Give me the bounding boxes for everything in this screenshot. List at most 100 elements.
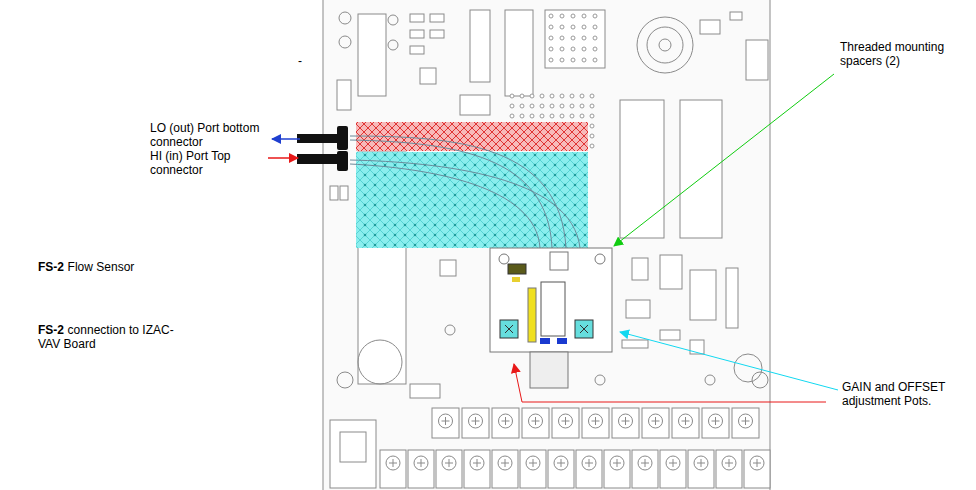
screw-slot [389,459,397,467]
hi-flow-arrow [268,157,298,159]
ic-chip [680,100,722,238]
terminal-block [716,450,742,488]
terminal-body [522,408,549,438]
pad [571,36,575,40]
screw-slot [557,459,565,467]
pad [549,47,553,51]
hi-port-flange [337,151,348,171]
ic-chip [541,282,565,336]
terminal-screw [589,414,603,428]
terminal-body [642,408,669,438]
terminal-block [464,450,490,488]
terminal-block [604,450,630,488]
terminal-body [732,408,759,438]
terminal-screw [638,456,652,470]
pad [549,14,553,18]
pin-grid [545,10,605,68]
terminal-body [582,408,609,438]
screw-slot [417,459,425,467]
pad [593,36,597,40]
port-label-group: HI (in) Port Top connector [150,149,268,177]
terminal-body [744,450,770,488]
jumper [340,186,348,200]
pad [550,104,554,108]
screw-slot [585,459,593,467]
screw-slot [592,417,600,425]
round-part [752,372,768,388]
screw-slot [669,459,677,467]
sensor-connector [530,352,568,388]
ic-chip [690,270,716,320]
round-part [358,340,402,384]
pad [582,25,586,29]
tube-line [350,164,540,248]
pad [550,114,554,118]
pad [560,58,564,62]
callout-label: GAIN and OFFSET adjustment Pots. [842,380,945,408]
terminal-body [716,450,742,488]
pad [560,14,564,18]
relay [746,40,768,80]
screw-slot [532,417,540,425]
screw-slot [529,459,537,467]
pad [571,14,575,18]
circuit-board [323,0,770,490]
pad [582,47,586,51]
terminal-screw [750,456,764,470]
board-components [330,10,770,488]
screw-slot [473,459,481,467]
pad [520,104,524,108]
round-part [595,375,605,385]
header [410,384,440,398]
terminal-body [548,450,574,488]
pad [520,94,524,98]
terminal-screw [559,414,573,428]
terminal-screw [610,456,624,470]
terminal-block [552,408,579,438]
terminal-screw [529,414,543,428]
pad [560,94,564,98]
terminal-screw [414,456,428,470]
screw-slot [472,417,480,425]
pad [510,104,514,108]
terminal-block [582,408,609,438]
terminal-screw [619,414,633,428]
terminal-body [576,450,602,488]
power-connector [330,420,376,488]
crystal [460,95,490,115]
terminal-body [552,408,579,438]
pad [560,104,564,108]
terminal-screw [439,414,453,428]
terminal-body [612,408,639,438]
screw-slot [712,417,720,425]
pad [510,114,514,118]
pot-screw [580,325,588,333]
pad [560,114,564,118]
round-part [339,36,351,48]
smd-part [557,338,567,344]
round-part [659,39,671,51]
pad [549,58,553,62]
port-label: HI (in) Port Top connector [150,149,230,177]
screw-slot [562,417,570,425]
round-part [339,12,351,24]
resistor [660,330,680,340]
round-part [388,40,398,50]
callout-label: Threaded mounting spacers (2) [840,40,944,68]
round-part [337,372,353,388]
terminal-body [432,408,459,438]
pad [540,94,544,98]
pad [593,25,597,29]
regulator [626,300,650,318]
screw-slot [682,417,690,425]
terminal-block [632,450,658,488]
pad [549,36,553,40]
mounting-hole [499,254,509,264]
header [337,80,351,110]
pad [593,14,597,18]
pad [550,94,554,98]
terminal-screw [499,414,513,428]
pad [570,104,574,108]
terminal-block [744,450,770,488]
round-part [734,354,762,382]
